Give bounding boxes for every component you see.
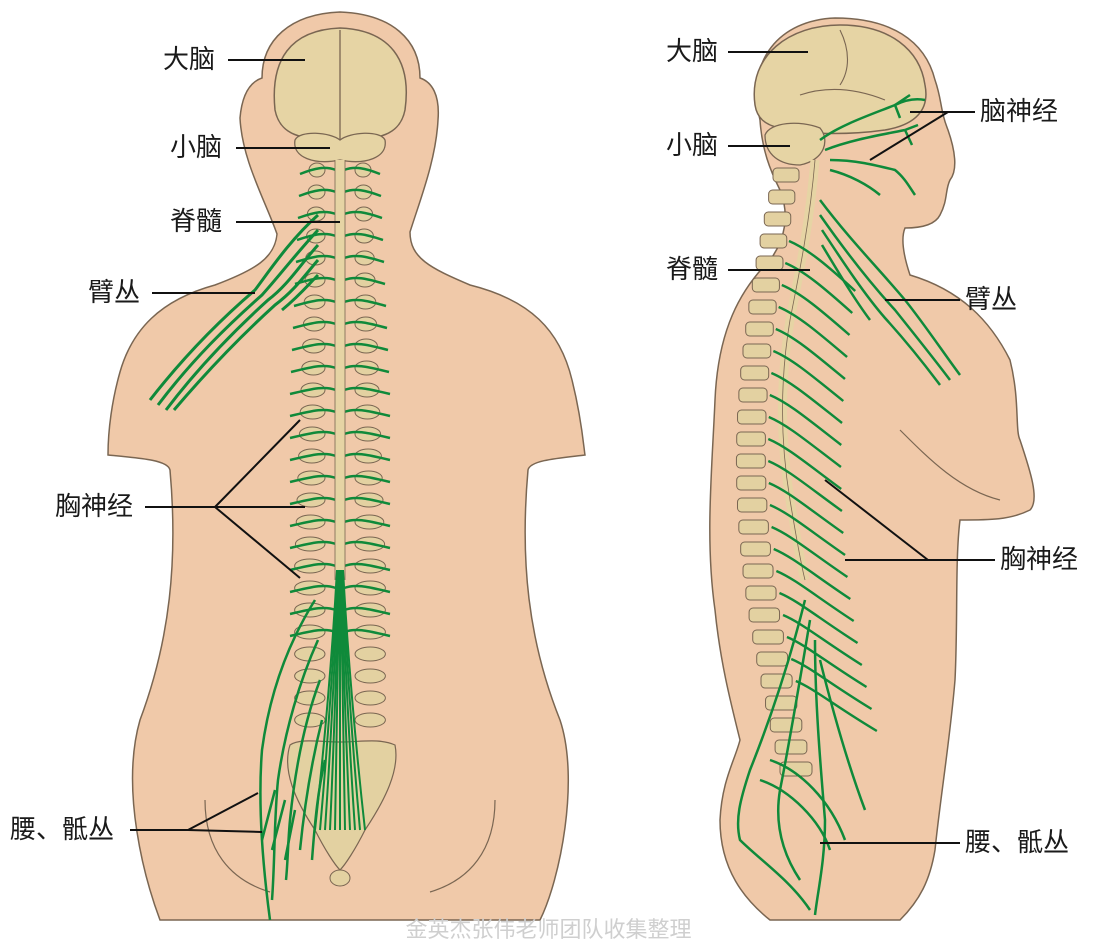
side-label-lumbosacral-plexus: 腰、骶丛 (965, 828, 1069, 858)
side-vertebra (737, 498, 766, 512)
side-vertebra (737, 432, 766, 446)
watermark: 金英杰张伟老师团队收集整理 (0, 912, 1097, 944)
side-vertebra (752, 278, 779, 292)
side-label-cerebrum: 大脑 (666, 37, 718, 67)
back-label-brachial-plexus: 臂丛 (88, 278, 140, 308)
side-vertebra (770, 718, 802, 732)
side-vertebra (746, 322, 774, 336)
side-vertebra (773, 168, 799, 182)
side-vertebra (743, 564, 773, 578)
side-vertebra (760, 234, 787, 248)
side-label-brachial-plexus: 臂丛 (965, 285, 1017, 315)
back-vertebra-right (355, 713, 385, 727)
side-vertebra (736, 454, 765, 468)
side-vertebra (738, 410, 766, 424)
side-vertebra (739, 520, 769, 534)
side-vertebra (749, 608, 779, 622)
back-vertebra-right (355, 691, 385, 705)
side-label-cranial-nerves: 脑神经 (980, 97, 1058, 127)
back-label-spinal-cord: 脊髓 (170, 207, 222, 237)
side-vertebra (775, 740, 807, 754)
side-vertebra (749, 300, 776, 314)
side-vertebra (769, 190, 795, 204)
side-vertebra (739, 388, 767, 402)
back-vertebra-left (295, 691, 325, 705)
side-vertebra (746, 586, 776, 600)
back-coccyx (330, 870, 350, 886)
back-label-cerebrum: 大脑 (163, 45, 215, 75)
side-vertebra (756, 256, 783, 270)
side-vertebra (753, 630, 784, 644)
side-label-spinal-cord: 脊髓 (666, 255, 718, 285)
back-label-lumbosacral-plexus: 腰、骶丛 (10, 815, 114, 845)
side-vertebra (743, 344, 771, 358)
side-vertebra (741, 542, 771, 556)
side-vertebra (761, 674, 792, 688)
back-vertebra-right (355, 647, 385, 661)
side-body-silhouette (710, 18, 1034, 920)
side-vertebra (757, 652, 788, 666)
side-vertebra (741, 366, 769, 380)
side-label-thoracic-nerves: 胸神经 (1000, 545, 1078, 575)
back-label-cerebellum: 小脑 (170, 133, 222, 163)
side-view-figure (710, 18, 1034, 920)
side-vertebra (766, 696, 797, 710)
side-label-cerebellum: 小脑 (666, 131, 718, 161)
side-vertebra (764, 212, 790, 226)
side-vertebra (737, 476, 766, 490)
back-vertebra-right (355, 669, 385, 683)
back-label-thoracic-nerves: 胸神经 (55, 492, 133, 522)
